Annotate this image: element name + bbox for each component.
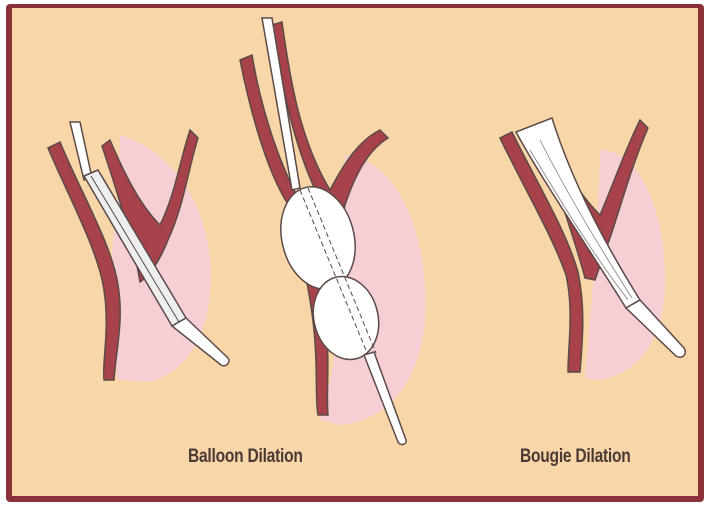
caption-balloon-dilation: Balloon Dilation xyxy=(188,446,303,468)
caption-bougie-dilation: Bougie Dilation xyxy=(520,446,631,468)
panel-bougie xyxy=(500,118,685,380)
panel-balloon-inflated xyxy=(240,18,426,444)
panel-balloon-catheter xyxy=(48,122,229,382)
